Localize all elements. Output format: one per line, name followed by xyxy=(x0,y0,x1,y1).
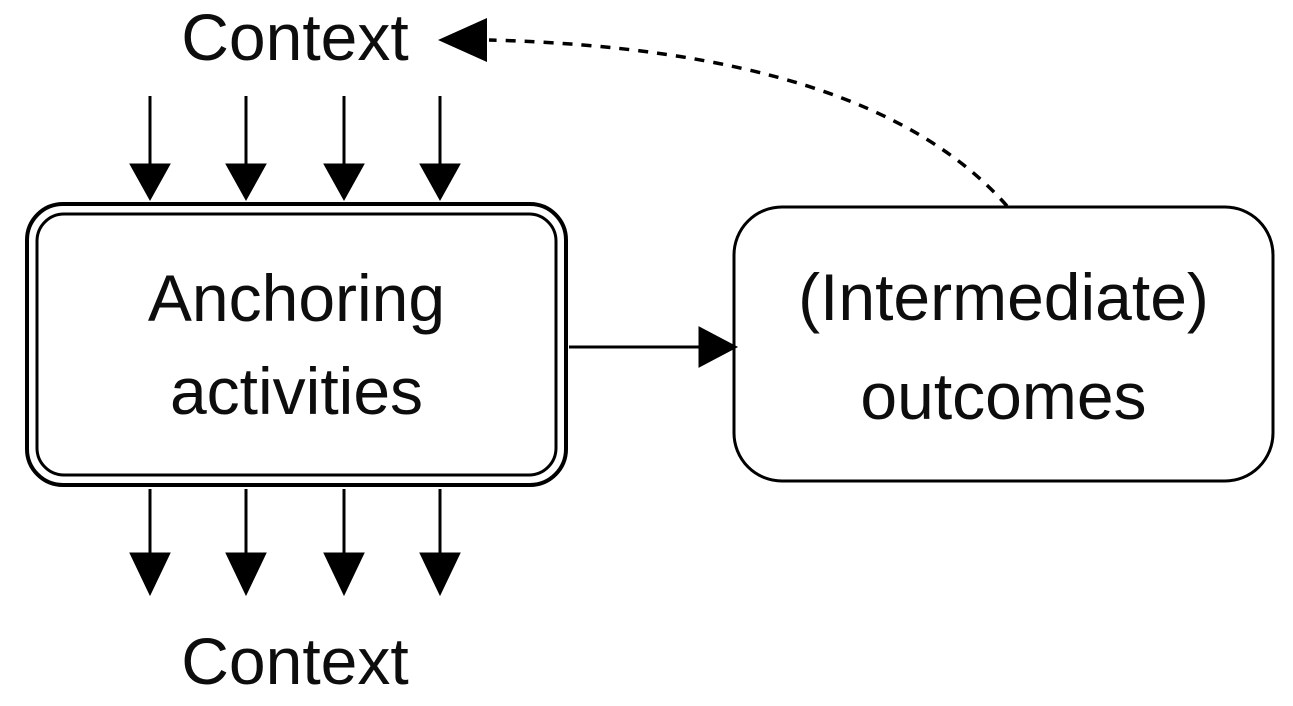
anchoring-box-inner-border xyxy=(35,212,558,477)
activities-to-outcomes-arrow xyxy=(569,326,739,368)
anchoring-box-outer-border xyxy=(25,202,568,487)
left-arrowhead-icon xyxy=(438,18,487,62)
context-label-bottom: Context xyxy=(181,624,409,698)
outcomes-box: (Intermediate) outcomes xyxy=(734,210,1273,484)
anchoring-box-border xyxy=(25,202,568,487)
feedback-dashed-curve xyxy=(488,38,1009,208)
anchoring-box-line1: Anchoring xyxy=(147,260,446,335)
down-arrowhead-icon xyxy=(129,163,171,202)
anchoring-box-line2: activities xyxy=(169,353,424,428)
outcomes-box-line1: (Intermediate) xyxy=(798,260,1209,334)
down-arrowhead-icon xyxy=(419,552,461,597)
down-arrowhead-icon xyxy=(419,163,461,202)
down-arrowhead-icon xyxy=(323,163,365,202)
down-arrowhead-icon xyxy=(323,552,365,597)
context-label-top: Context xyxy=(181,0,409,74)
down-arrowhead-icon xyxy=(225,163,267,202)
down-arrowhead-icon xyxy=(129,552,171,597)
feedback-dashed-arrow xyxy=(438,18,1009,208)
right-arrowhead-icon xyxy=(698,326,739,368)
outcomes-box-line2: outcomes xyxy=(860,359,1147,433)
context-bottom-arrows xyxy=(129,489,461,597)
anchoring-activities-box: Anchoring activities xyxy=(36,213,557,476)
outcomes-box-rect xyxy=(732,205,1275,483)
down-arrowhead-icon xyxy=(225,552,267,597)
outcomes-box-border xyxy=(732,205,1275,483)
context-top-arrows xyxy=(129,96,461,202)
